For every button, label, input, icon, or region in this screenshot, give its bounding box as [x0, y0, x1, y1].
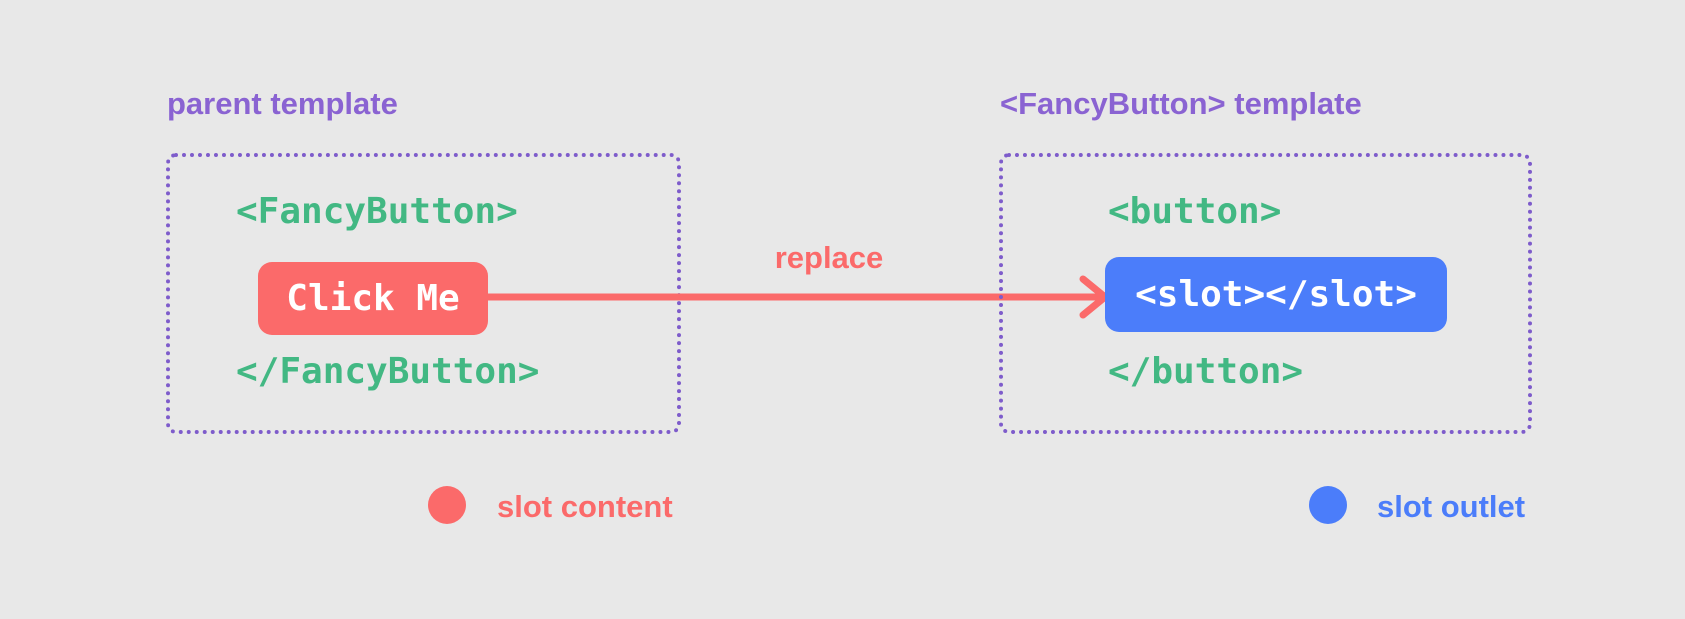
- fancybutton-open-tag-code: <FancyButton>: [236, 191, 518, 232]
- slot-outlet-chip: <slot></slot>: [1105, 257, 1447, 332]
- button-open-tag-code: <button>: [1108, 191, 1282, 232]
- slot-content-chip: Click Me: [258, 262, 488, 335]
- slot-content-dot-icon: [428, 486, 466, 524]
- slot-outlet-dot-icon: [1309, 486, 1347, 524]
- fancybutton-template-box: [999, 153, 1532, 434]
- slot-outlet-legend-label: slot outlet: [1377, 489, 1526, 524]
- replace-label: replace: [774, 240, 884, 275]
- parent-template-title: parent template: [167, 86, 398, 121]
- button-close-tag-code: </button>: [1108, 351, 1304, 392]
- fancybutton-close-tag-code: </FancyButton>: [236, 351, 540, 392]
- slot-content-legend-label: slot content: [497, 489, 673, 524]
- fancybutton-template-title: <FancyButton> template: [1000, 86, 1362, 121]
